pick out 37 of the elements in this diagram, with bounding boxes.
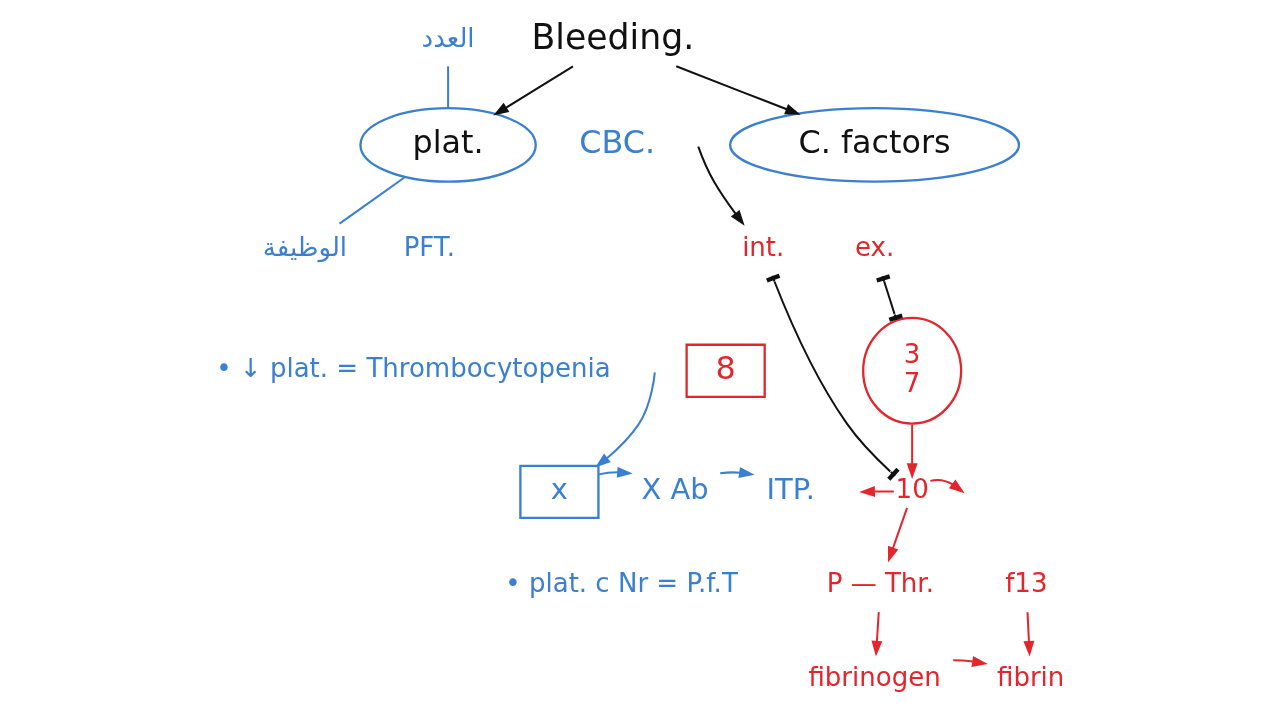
arrow [720,467,755,478]
arrow [675,65,801,115]
node-box: x [519,464,600,520]
node-label: CBC. [579,123,656,161]
node-text: int. [742,232,785,263]
node-label: PFT. [403,232,455,263]
node-text: ex. [854,232,895,263]
connector [876,274,903,322]
node-text: ITP. [766,472,815,507]
node-text: X Ab [641,472,709,507]
node-box: 8 [685,343,766,398]
node-text: 10 [895,474,929,505]
arrow [595,372,656,468]
node-text: الوظيفة [262,232,348,263]
arrow [493,65,574,116]
connector [766,273,900,481]
arrow [598,466,633,478]
node-text: العدد [421,22,475,53]
label: • ↓ plat. = Thrombocytopenia [216,353,611,384]
arrow [1023,612,1035,657]
arrow [906,424,918,479]
node-text: P — Thr. [826,568,934,599]
label: • plat. c Nr = P.f.T [505,568,738,599]
arrow [930,479,965,494]
node-text: f13 [1005,568,1048,599]
node-ellipse: plat. [359,107,537,183]
connector [338,176,406,225]
node-text: Bleeding. [531,17,695,58]
node-text: fibrinogen [808,662,941,693]
connector [447,66,450,108]
arrow [953,656,988,667]
arrow [871,612,883,657]
arrow [859,486,894,498]
node-ellipse: C. factors [728,107,1021,183]
arrow [697,146,745,226]
node-text: fibrin [997,662,1065,693]
arrow [888,507,908,563]
